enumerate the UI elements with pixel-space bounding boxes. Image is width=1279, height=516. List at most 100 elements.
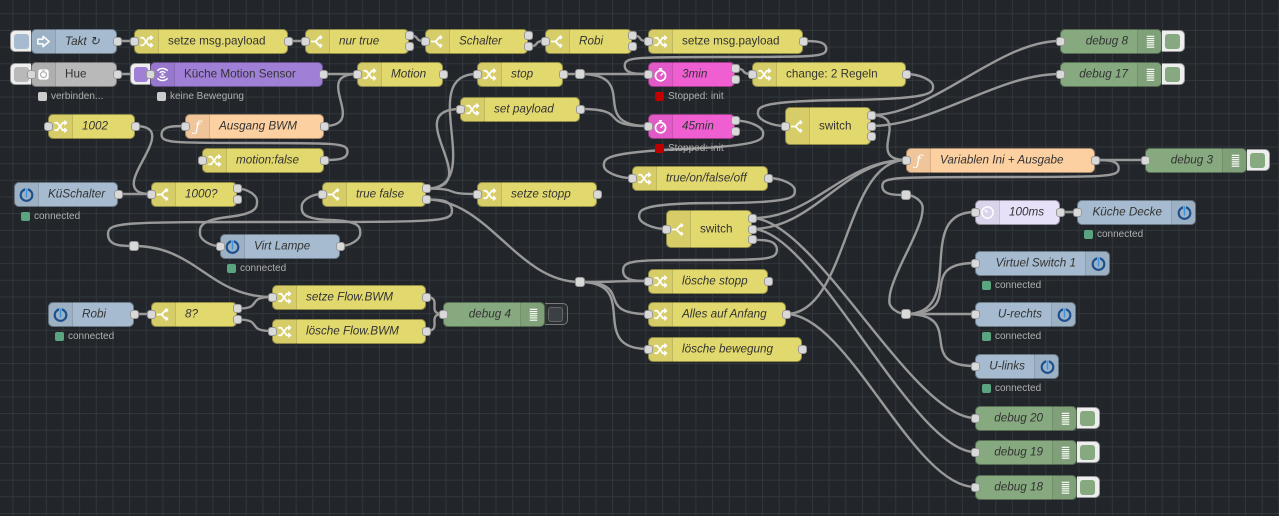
input-port[interactable] bbox=[1140, 155, 1150, 165]
function-node[interactable]: Ausgang BWM bbox=[180, 113, 329, 139]
debug-node[interactable]: debug 17 bbox=[1055, 61, 1162, 87]
output-port[interactable] bbox=[129, 309, 139, 319]
output-port[interactable] bbox=[232, 304, 242, 314]
inject-button[interactable] bbox=[10, 30, 31, 52]
debug-toggle-button[interactable] bbox=[1077, 441, 1100, 463]
output-port[interactable] bbox=[112, 69, 122, 79]
input-port[interactable] bbox=[300, 36, 310, 46]
input-port[interactable] bbox=[352, 69, 362, 79]
motion-sensor-button[interactable] bbox=[130, 63, 150, 85]
wire[interactable] bbox=[132, 124, 154, 196]
wire[interactable] bbox=[602, 119, 765, 180]
debug-toggle-button-disabled[interactable] bbox=[545, 303, 568, 325]
wire[interactable] bbox=[579, 72, 649, 128]
output-port[interactable] bbox=[421, 194, 431, 204]
iobroker-in-node[interactable]: KüSchalter bbox=[14, 181, 123, 207]
output-port[interactable] bbox=[318, 69, 328, 79]
output-port[interactable] bbox=[523, 41, 533, 51]
input-port[interactable] bbox=[970, 309, 980, 319]
change-node[interactable]: motion:false bbox=[197, 147, 329, 173]
input-port[interactable] bbox=[970, 413, 980, 423]
wire[interactable] bbox=[300, 192, 362, 248]
input-port[interactable] bbox=[1055, 69, 1065, 79]
input-port[interactable] bbox=[472, 189, 482, 199]
input-port[interactable] bbox=[197, 155, 207, 165]
wire[interactable] bbox=[623, 39, 828, 76]
wire[interactable] bbox=[905, 210, 976, 316]
change-node[interactable]: lösche stopp bbox=[643, 268, 773, 294]
output-port[interactable] bbox=[866, 110, 876, 120]
output-port[interactable] bbox=[421, 292, 431, 302]
debug-toggle-button[interactable] bbox=[1162, 63, 1185, 85]
output-port[interactable] bbox=[747, 235, 757, 245]
debug-node[interactable]: debug 19 bbox=[970, 439, 1077, 465]
wire[interactable] bbox=[236, 318, 273, 333]
iobroker-out-node[interactable]: Virt Lampe bbox=[215, 233, 345, 259]
input-port[interactable] bbox=[129, 36, 139, 46]
input-port[interactable] bbox=[317, 189, 327, 199]
hue-button[interactable] bbox=[10, 63, 31, 85]
wire[interactable] bbox=[425, 187, 478, 196]
output-port[interactable] bbox=[335, 241, 345, 251]
wire[interactable] bbox=[160, 124, 349, 162]
input-port[interactable] bbox=[180, 121, 190, 131]
input-port[interactable] bbox=[145, 69, 155, 79]
output-port[interactable] bbox=[592, 189, 602, 199]
change-node[interactable]: true/on/false/off bbox=[627, 165, 773, 191]
wire[interactable] bbox=[198, 187, 259, 248]
debug-node[interactable]: debug 3 bbox=[1140, 147, 1247, 173]
trigger-node[interactable]: 45min bbox=[643, 113, 740, 139]
trigger-node[interactable]: 3min bbox=[643, 61, 740, 87]
iobroker-out-node[interactable]: Virtuel Switch 1 bbox=[970, 250, 1110, 276]
output-port[interactable] bbox=[781, 309, 791, 319]
output-port[interactable] bbox=[558, 69, 568, 79]
output-port[interactable] bbox=[747, 213, 757, 223]
input-port[interactable] bbox=[267, 326, 277, 336]
switch-node[interactable]: switch bbox=[661, 210, 757, 248]
debug-toggle-button[interactable] bbox=[1077, 407, 1100, 429]
wire[interactable] bbox=[751, 227, 976, 454]
debug-toggle-button[interactable] bbox=[1162, 30, 1185, 52]
wire[interactable] bbox=[870, 39, 1061, 117]
change-node[interactable]: setze stopp bbox=[472, 181, 602, 207]
output-port[interactable] bbox=[523, 31, 533, 41]
wire[interactable] bbox=[323, 72, 358, 128]
output-port[interactable] bbox=[747, 224, 757, 234]
change-node[interactable]: setze msg.payload bbox=[643, 28, 808, 54]
output-port[interactable] bbox=[763, 276, 773, 286]
input-port[interactable] bbox=[643, 309, 653, 319]
change-node[interactable]: lösche Flow.BWM bbox=[267, 318, 431, 344]
output-port[interactable] bbox=[730, 116, 740, 126]
output-port[interactable] bbox=[112, 36, 122, 46]
input-port[interactable] bbox=[472, 69, 482, 79]
output-port[interactable] bbox=[113, 189, 123, 199]
wire[interactable] bbox=[751, 158, 907, 231]
wire[interactable] bbox=[579, 280, 649, 351]
output-port[interactable] bbox=[319, 121, 329, 131]
input-port[interactable] bbox=[267, 292, 277, 302]
input-port[interactable] bbox=[643, 121, 653, 131]
input-port[interactable] bbox=[1055, 36, 1065, 46]
change-node[interactable]: set payload bbox=[455, 96, 585, 122]
output-port[interactable] bbox=[730, 74, 740, 84]
debug-node[interactable]: debug 18 bbox=[970, 474, 1077, 500]
input-port[interactable] bbox=[970, 447, 980, 457]
wire[interactable] bbox=[905, 312, 976, 368]
wire[interactable] bbox=[133, 244, 273, 299]
output-port[interactable] bbox=[730, 126, 740, 136]
input-port[interactable] bbox=[420, 36, 430, 46]
output-port[interactable] bbox=[421, 326, 431, 336]
output-port[interactable] bbox=[438, 69, 448, 79]
switch-node[interactable]: 1000? bbox=[146, 181, 242, 207]
output-port[interactable] bbox=[797, 344, 807, 354]
input-port[interactable] bbox=[970, 361, 980, 371]
output-port[interactable] bbox=[232, 184, 242, 194]
input-port[interactable] bbox=[627, 173, 637, 183]
switch-node[interactable]: Schalter bbox=[420, 28, 533, 54]
hue-bridge-node[interactable]: Hue bbox=[26, 61, 122, 87]
change-node[interactable]: change: 2 Regeln bbox=[747, 61, 911, 87]
output-port[interactable] bbox=[627, 41, 637, 51]
input-port[interactable] bbox=[747, 69, 757, 79]
output-port[interactable] bbox=[232, 194, 242, 204]
input-port[interactable] bbox=[438, 309, 448, 319]
